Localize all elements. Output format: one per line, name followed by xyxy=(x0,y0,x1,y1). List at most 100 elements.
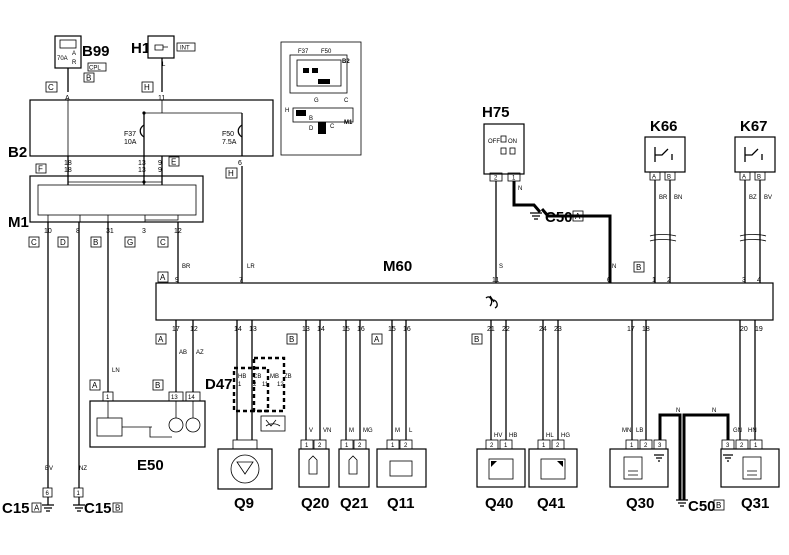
m60-body-computer: M60 A 9 7 11 6 1 2 3 4 17 12 14 13 13 14… xyxy=(155,258,774,333)
svg-text:L: L xyxy=(409,428,413,434)
svg-text:2: 2 xyxy=(556,443,560,449)
svg-text:2: 2 xyxy=(667,277,671,284)
svg-text:B: B xyxy=(289,335,294,344)
k66-switch: K66 A B xyxy=(644,118,686,181)
svg-text:B: B xyxy=(115,504,120,513)
svg-text:6: 6 xyxy=(607,277,611,284)
svg-text:Q41: Q41 xyxy=(537,495,565,512)
svg-text:LN: LN xyxy=(112,368,120,374)
svg-text:A: A xyxy=(742,175,746,181)
svg-text:BZ: BZ xyxy=(749,195,757,201)
svg-text:19: 19 xyxy=(755,326,763,333)
svg-text:13: 13 xyxy=(249,326,257,333)
q41-component: 1 2 Q41 xyxy=(528,439,578,512)
svg-text:ZB: ZB xyxy=(284,374,292,380)
svg-text:N: N xyxy=(712,408,716,414)
svg-text:D47: D47 xyxy=(205,376,233,393)
svg-text:BR: BR xyxy=(659,195,668,201)
svg-text:F50: F50 xyxy=(321,49,332,55)
svg-text:F: F xyxy=(38,165,43,174)
svg-text:G: G xyxy=(127,238,133,247)
svg-text:N: N xyxy=(612,264,616,270)
svg-text:HV: HV xyxy=(494,433,502,439)
svg-text:BV: BV xyxy=(764,195,772,201)
svg-text:BV: BV xyxy=(45,466,53,472)
svg-text:NZ: NZ xyxy=(79,466,87,472)
svg-text:ON: ON xyxy=(508,139,517,145)
m1-label: M1 xyxy=(8,214,29,231)
svg-text:E: E xyxy=(171,158,176,167)
svg-text:CB: CB xyxy=(253,374,261,380)
svg-text:10A: 10A xyxy=(124,139,137,146)
svg-text:Q11: Q11 xyxy=(387,495,415,512)
svg-text:3: 3 xyxy=(658,443,662,449)
int-tag: INT xyxy=(180,46,190,52)
svg-text:Q20: Q20 xyxy=(301,495,329,512)
svg-text:70A: 70A xyxy=(57,56,68,62)
q20-component: 1 2 Q20 xyxy=(298,439,330,512)
svg-text:Q21: Q21 xyxy=(340,495,368,512)
svg-text:12: 12 xyxy=(190,326,198,333)
svg-text:B: B xyxy=(636,263,641,272)
svg-text:MN: MN xyxy=(622,428,631,434)
svg-text:B: B xyxy=(716,501,721,510)
c50-ground-bottom: C50 B xyxy=(676,498,725,515)
svg-text:2: 2 xyxy=(490,443,494,449)
svg-text:MB: MB xyxy=(270,374,279,380)
svg-text:13: 13 xyxy=(138,167,146,174)
svg-text:1: 1 xyxy=(542,443,546,449)
svg-text:F37: F37 xyxy=(298,49,309,55)
b99-component: 70A A R B99 CPL B xyxy=(54,35,110,83)
svg-text:13: 13 xyxy=(171,395,178,401)
svg-text:7.5A: 7.5A xyxy=(222,139,237,146)
svg-text:C50: C50 xyxy=(688,498,716,515)
q30-component: 1 2 3 Q30 xyxy=(609,439,669,512)
svg-text:H75: H75 xyxy=(482,104,510,121)
svg-text:A: A xyxy=(575,212,581,221)
svg-text:13: 13 xyxy=(138,160,146,167)
q11-component: 1 2 Q11 xyxy=(376,439,427,512)
svg-text:11: 11 xyxy=(262,382,269,388)
svg-text:C: C xyxy=(48,83,54,92)
svg-text:B: B xyxy=(86,74,91,83)
svg-text:OFF: OFF xyxy=(488,139,500,145)
svg-text:B: B xyxy=(667,175,671,181)
svg-text:E50: E50 xyxy=(137,457,164,474)
svg-text:A: A xyxy=(158,335,164,344)
svg-text:1: 1 xyxy=(345,443,349,449)
svg-text:B: B xyxy=(155,381,160,390)
svg-text:4: 4 xyxy=(757,277,761,284)
svg-text:20: 20 xyxy=(740,326,748,333)
svg-text:BR: BR xyxy=(182,264,191,270)
svg-text:12: 12 xyxy=(277,382,284,388)
h1-label: H1 xyxy=(131,40,150,57)
d47-connector: D47 HB CB MB ZB 1 2 11 12 xyxy=(205,356,292,432)
svg-text:3: 3 xyxy=(742,277,746,284)
svg-text:18: 18 xyxy=(64,167,72,174)
svg-text:HN: HN xyxy=(748,428,757,434)
svg-text:A: A xyxy=(34,504,40,513)
svg-text:2: 2 xyxy=(644,443,648,449)
svg-text:7: 7 xyxy=(239,277,243,284)
svg-text:M: M xyxy=(395,428,400,434)
svg-text:B: B xyxy=(93,238,98,247)
svg-text:16: 16 xyxy=(403,326,411,333)
svg-text:H: H xyxy=(228,169,234,178)
svg-text:AB: AB xyxy=(179,350,187,356)
svg-text:K67: K67 xyxy=(740,118,768,135)
svg-text:F50: F50 xyxy=(222,131,234,138)
svg-text:B: B xyxy=(474,335,479,344)
svg-text:1: 1 xyxy=(652,277,656,284)
c15-ground-a: 6 C15 A xyxy=(2,487,54,517)
svg-text:A: A xyxy=(160,273,166,282)
svg-text:GN: GN xyxy=(733,428,742,434)
svg-text:V: V xyxy=(309,428,313,434)
svg-text:G: G xyxy=(314,98,319,104)
svg-text:14: 14 xyxy=(188,395,195,401)
e50-component: 1 13 14 E50 xyxy=(89,391,206,474)
svg-text:16: 16 xyxy=(357,326,365,333)
svg-text:11: 11 xyxy=(492,277,499,284)
svg-text:D: D xyxy=(309,126,314,132)
svg-text:2: 2 xyxy=(494,176,498,182)
